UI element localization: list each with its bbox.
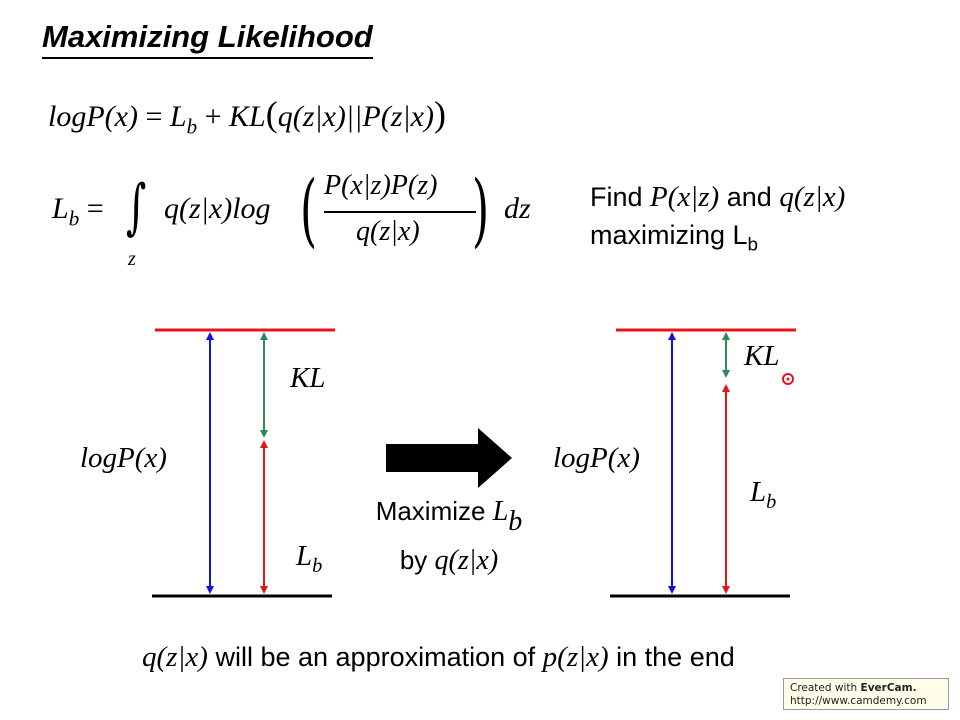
equation-log-likelihood: logP(x) = Lb + KL(q(z|x)||P(z|x)) — [48, 94, 446, 139]
pointer-dot — [786, 377, 790, 381]
pointer-ring — [782, 373, 794, 385]
eq1-lb-sub: b — [186, 114, 198, 139]
footer-p-term: p(z|x) — [542, 641, 609, 673]
maximize-arrow — [386, 428, 512, 488]
evercam-watermark: Created with EverCam. http://www.camdemy… — [783, 678, 949, 710]
left-paren: ( — [300, 163, 318, 256]
integral-lower-limit: z — [128, 248, 136, 270]
eq1-kl-args: q(z|x)||P(z|x) — [277, 100, 434, 133]
eq2-integrand: q(z|x)log — [164, 192, 271, 225]
fraction-bar — [324, 211, 476, 213]
right-lb-label: Lb — [750, 476, 777, 514]
note-find: Find — [590, 182, 643, 212]
eq1-lb: L — [169, 100, 187, 133]
note-maximizing: maximizing L — [590, 220, 748, 250]
watermark-url: http://www.camdemy.com — [790, 695, 927, 707]
note-maximizing-sub: b — [747, 234, 759, 256]
eq2-lhs: Lb = — [52, 192, 104, 231]
integral-sign: ∫ — [126, 172, 147, 242]
left-kl-label: KL — [290, 362, 326, 394]
footer-q-term: q(z|x) — [142, 641, 208, 673]
eq1-plus: + — [204, 100, 222, 133]
eq2-differential: dz — [504, 192, 531, 225]
eq1-kl: KL — [229, 100, 266, 133]
arrow-line2-math: q(z|x) — [434, 544, 499, 576]
footer-statement: q(z|x) will be an approximation of p(z|x… — [142, 638, 735, 676]
arrow-caption: Maximize Lb by q(z|x) — [375, 496, 523, 576]
arrow-line2: by — [399, 544, 428, 575]
footer-middle: will be an approximation of — [215, 642, 536, 672]
arrow-line1: Maximize — [375, 496, 486, 526]
footer-end: in the end — [616, 642, 735, 672]
left-lb-label: Lb — [296, 540, 323, 578]
left-logp-label: logP(x) — [80, 442, 167, 474]
objective-note: Find P(x|z) and q(z|x) maximizing Lb — [590, 178, 845, 265]
note-and: and — [726, 182, 772, 212]
right-paren: ) — [472, 163, 490, 256]
equation-lower-bound: Lb = ∫ z q(z|x)log ( P(x|z)P(z) q(z|x) )… — [52, 163, 552, 278]
fraction-denominator: q(z|x) — [356, 216, 420, 247]
eq1-equals: = — [145, 100, 163, 133]
note-p-term: P(x|z) — [650, 181, 720, 213]
fraction-numerator: P(x|z)P(z) — [324, 170, 438, 201]
slide-title: Maximizing Likelihood — [42, 18, 373, 59]
right-kl-label: KL — [744, 340, 780, 372]
eq1-lhs: logP(x) — [48, 100, 138, 133]
note-q-term: q(z|x) — [779, 181, 846, 213]
right-logp-label: logP(x) — [553, 442, 640, 474]
